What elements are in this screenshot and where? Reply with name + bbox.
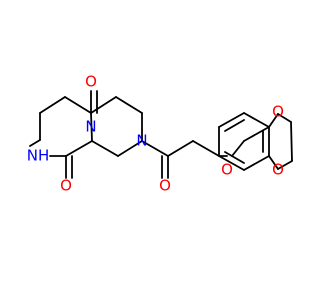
- atom-label-layer: O NH N O N O O O O: [27, 73, 284, 195]
- bond: [243, 112, 270, 128]
- bond: [277, 160, 293, 170]
- atom-o-dioxole-upper: O: [272, 103, 284, 121]
- bond: [115, 96, 143, 114]
- bond-layer: [29, 90, 293, 179]
- bond: [141, 140, 169, 157]
- bond: [167, 140, 194, 157]
- molecule-structure: O NH N O N O O O O: [26, 72, 293, 195]
- bond: [91, 140, 119, 157]
- atom-nh-amide: NH: [27, 147, 50, 165]
- atom-o-carbonyl-acyl: O: [159, 177, 171, 195]
- atom-o-ketone-top: O: [85, 73, 97, 91]
- bond: [224, 119, 245, 132]
- atom-o-ketone-bottom: O: [60, 177, 72, 195]
- bond: [64, 96, 92, 114]
- bond: [218, 155, 245, 171]
- atom-o-ether: O: [221, 161, 233, 179]
- bond: [243, 126, 270, 142]
- bond: [277, 113, 292, 123]
- bond: [224, 151, 245, 164]
- bond: [192, 140, 220, 157]
- bond: [65, 140, 93, 157]
- bond: [29, 139, 41, 147]
- bond: [268, 155, 279, 170]
- bond: [243, 155, 270, 171]
- bond: [218, 112, 245, 128]
- atom-o-dioxole-lower: O: [272, 161, 284, 179]
- atom-n-ring-center: N: [85, 118, 96, 136]
- bond: [290, 121, 293, 162]
- bond: [39, 96, 66, 114]
- bond: [90, 96, 117, 114]
- bond: [231, 140, 245, 157]
- bond: [268, 113, 279, 128]
- bond: [90, 112, 93, 142]
- bond: [117, 140, 143, 157]
- atom-n-acyl: N: [136, 132, 147, 150]
